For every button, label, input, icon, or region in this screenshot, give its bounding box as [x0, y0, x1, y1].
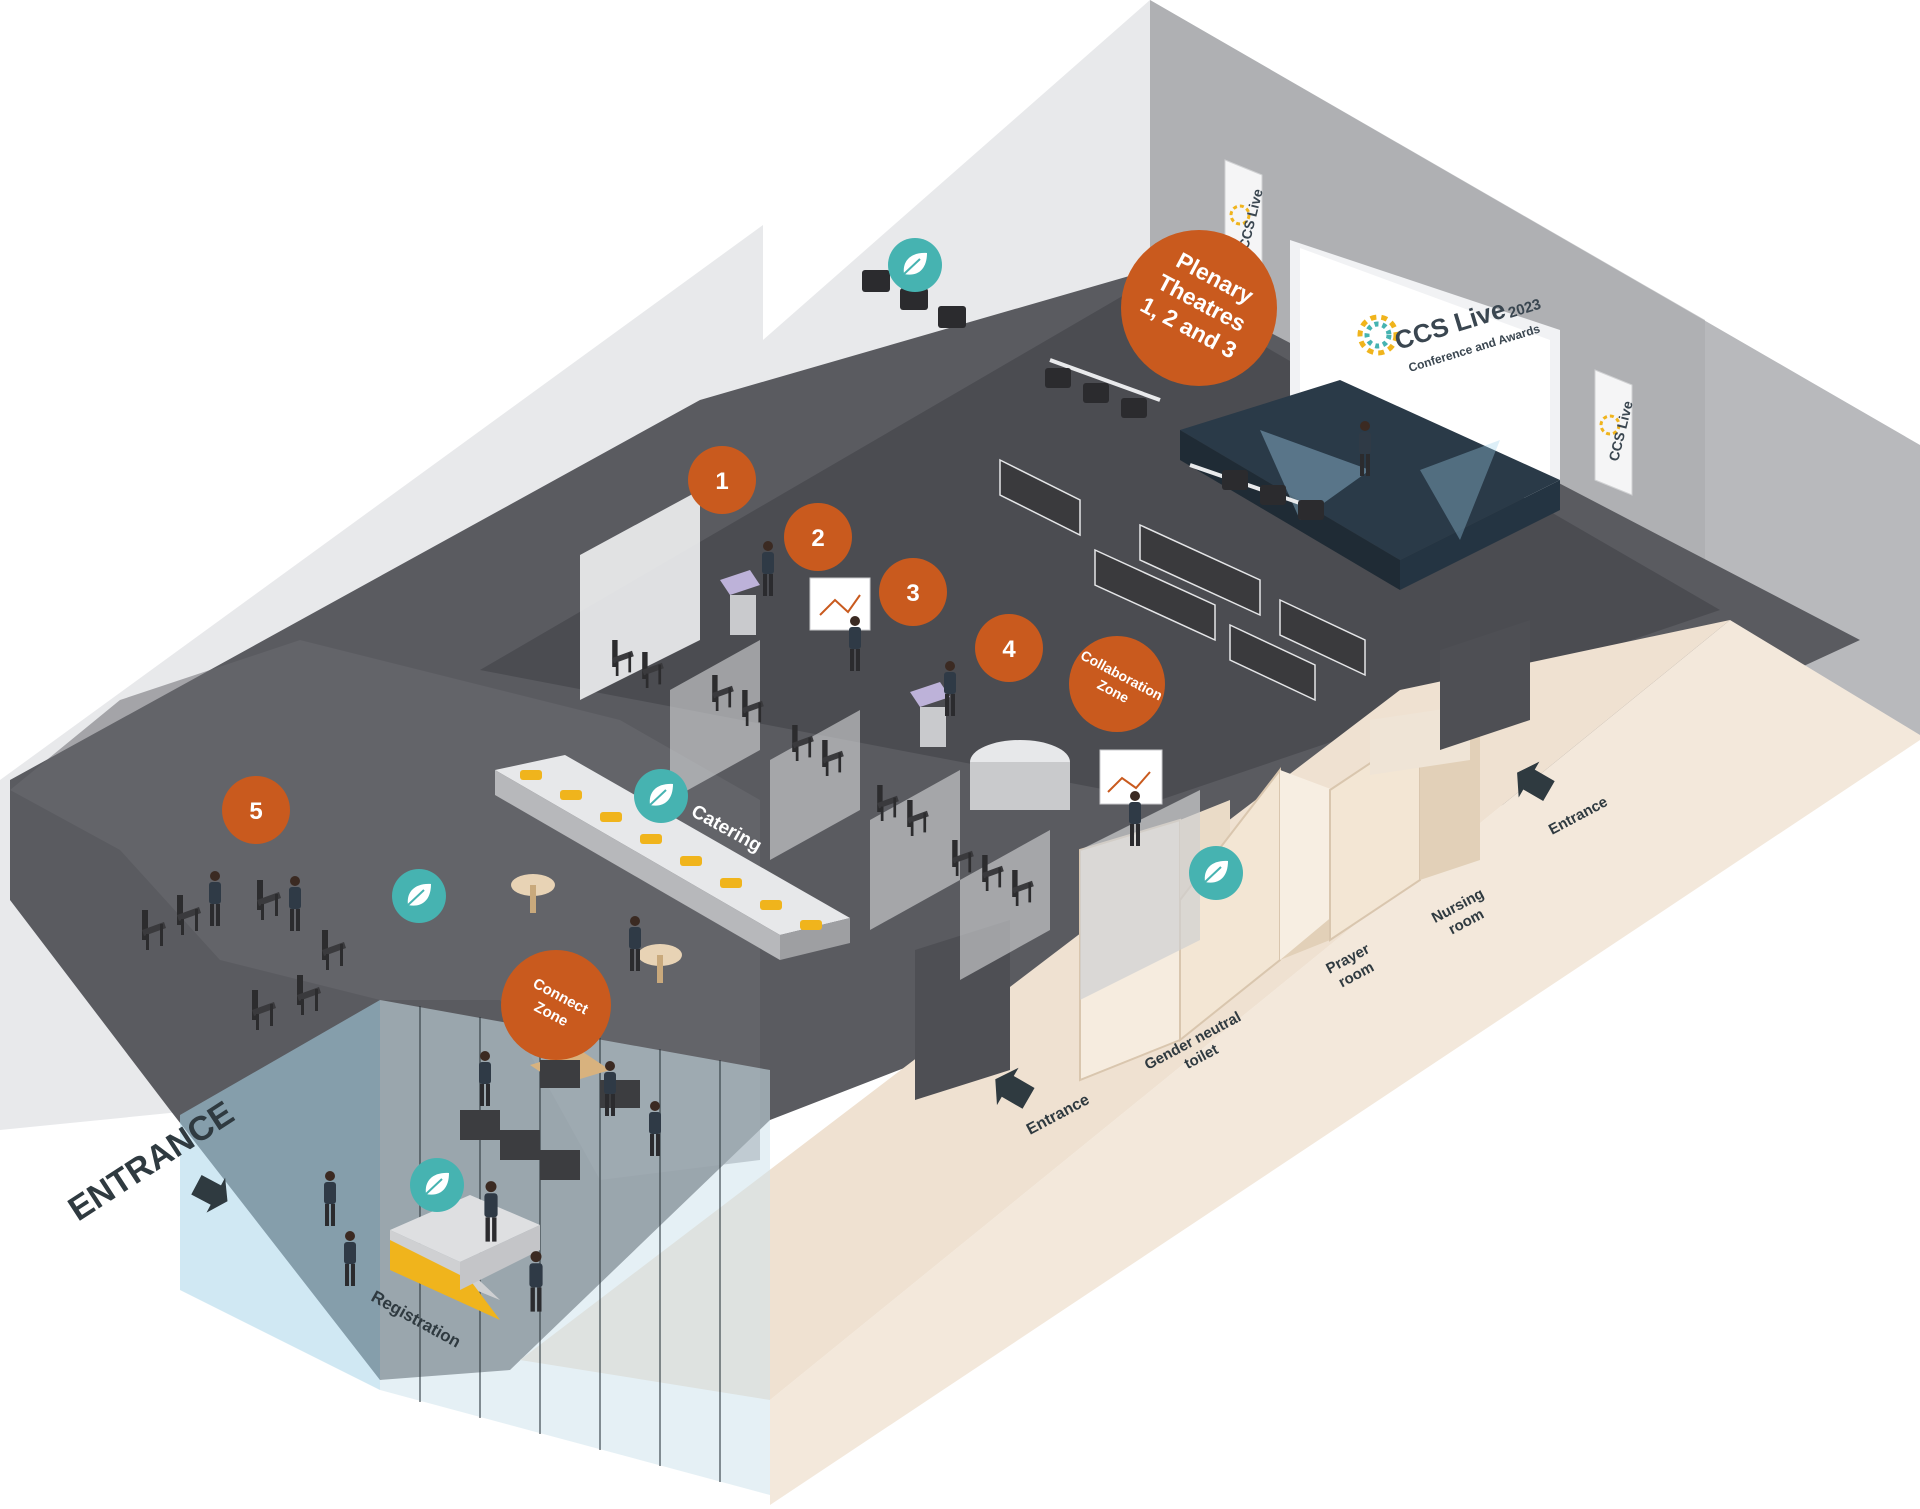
- spotlight-rig-wall: [862, 270, 966, 328]
- theatre-seating: [999, 458, 1366, 702]
- zone-1-label: 1: [715, 468, 728, 495]
- lectern-theatre3: [910, 682, 950, 747]
- zone-badge-5: 5: [222, 776, 290, 844]
- zone-badge-connect: Connect Zone: [501, 950, 611, 1060]
- zone-badge-1: 1: [688, 446, 756, 514]
- main-entrance-area: [180, 1000, 770, 1495]
- lectern-theatre1: [720, 570, 760, 635]
- zone-3-label: 3: [906, 580, 919, 607]
- zone-2-label: 2: [811, 525, 824, 552]
- catering-food: [520, 770, 822, 930]
- zone-badge-collaboration: Collaboration Zone: [1069, 636, 1165, 732]
- corridor-floor: [770, 620, 1920, 1505]
- banner-right: CCS Live: [1594, 369, 1636, 496]
- zone-badge-4: 4: [975, 614, 1043, 682]
- catering-tables: [495, 755, 850, 960]
- registration-desk-top: [390, 1195, 540, 1262]
- zone-4-label: 4: [1002, 636, 1016, 663]
- zone-5-label: 5: [249, 798, 262, 825]
- zone-badge-3: 3: [879, 558, 947, 626]
- zone-badge-plenary: Plenary Theatres 1, 2 and 3: [1121, 230, 1277, 386]
- zone-badge-2: 2: [784, 503, 852, 571]
- collaboration-table: [970, 740, 1070, 810]
- spotlight-rig-theatre: [1045, 358, 1324, 520]
- registration-stripe: [390, 1240, 500, 1320]
- cafe-table-1: [511, 874, 555, 913]
- eco-badges: [392, 238, 1243, 1212]
- theatre-floor: [480, 280, 1720, 800]
- corridor-door: [1440, 620, 1530, 750]
- flipchart-theatre2: [809, 577, 871, 631]
- cafe-table-2: [638, 944, 682, 983]
